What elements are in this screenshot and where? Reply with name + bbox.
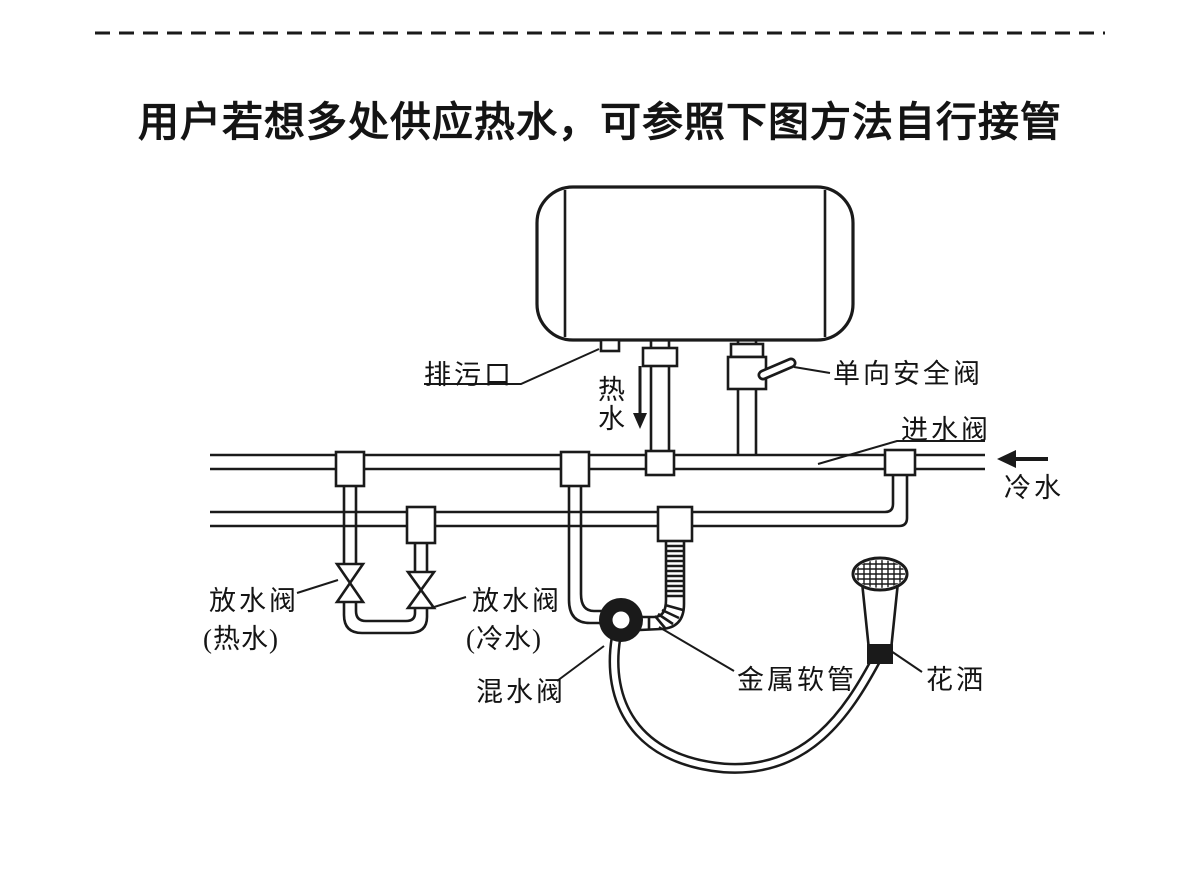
leader-drain-cold — [430, 596, 467, 609]
label-safety-valve: 单向安全阀 — [833, 359, 983, 389]
mixing-valve-pipe — [567, 486, 608, 625]
water-heater-tank — [535, 185, 855, 342]
hot-drain-tee — [334, 450, 366, 488]
label-inlet-valve: 进水阀 — [901, 415, 991, 445]
mixing-tee — [559, 450, 591, 488]
page-title: 用户若想多处供应热水，可参照下图方法自行接管 — [138, 99, 1062, 145]
hot-drain-valve — [334, 486, 366, 604]
label-drain-valve-hot: 放水阀 — [209, 586, 299, 616]
label-metal-hose: 金属软管 — [737, 665, 857, 695]
label-drain-valve-cold-type: (冷水) — [466, 624, 542, 654]
leader-metal-hose — [658, 626, 735, 672]
leader-drain-hot — [296, 579, 339, 594]
cold-inlet-pipe — [726, 340, 797, 455]
hot-water-arrow-icon — [633, 366, 647, 429]
shower-handle — [860, 580, 900, 652]
leader-inlet-valve — [817, 440, 985, 465]
mixing-valve — [599, 598, 643, 642]
hot-water-pipe — [210, 453, 985, 471]
label-drain-valve-hot-type: (热水) — [203, 624, 279, 654]
cold-drain-valve — [405, 543, 437, 610]
pipe-fittings — [334, 448, 917, 545]
leader-drain-outlet — [424, 348, 600, 385]
label-drain-valve-cold: 放水阀 — [472, 586, 562, 616]
leader-safety-valve — [793, 366, 831, 374]
label-cold-water: 冷水 — [1004, 473, 1064, 503]
hot-drain-valve-symbol — [334, 562, 366, 586]
label-mixing-valve: 混水阀 — [476, 677, 566, 707]
leader-mixing-valve — [556, 645, 605, 682]
cold-water-arrow-icon — [997, 450, 1048, 468]
hose-collar — [656, 505, 694, 543]
label-shower-head: 花洒 — [926, 665, 986, 695]
cold-inlet-coupler — [729, 342, 765, 359]
hot-junction-tee — [644, 449, 676, 477]
drain-u-pipe — [342, 602, 429, 635]
leader-shower — [890, 650, 923, 673]
inlet-valve-tee — [883, 448, 917, 477]
cold-drain-valve-symbol — [405, 570, 437, 593]
leader-lines — [296, 348, 985, 682]
label-hot-water: 热水 — [598, 375, 625, 434]
cold-drain-collar — [405, 505, 437, 545]
shower-grip-band — [867, 644, 893, 664]
metal-hose — [639, 541, 686, 632]
shower-head — [851, 556, 909, 664]
hot-outlet-pipe — [641, 340, 679, 455]
drain-outlet-stub — [599, 338, 621, 353]
cold-water-pipe — [210, 469, 909, 528]
label-drain-outlet: 排污口 — [424, 360, 514, 390]
shower-hose — [608, 637, 881, 774]
shower-grille — [855, 560, 905, 588]
hot-outlet-coupler — [641, 346, 679, 368]
